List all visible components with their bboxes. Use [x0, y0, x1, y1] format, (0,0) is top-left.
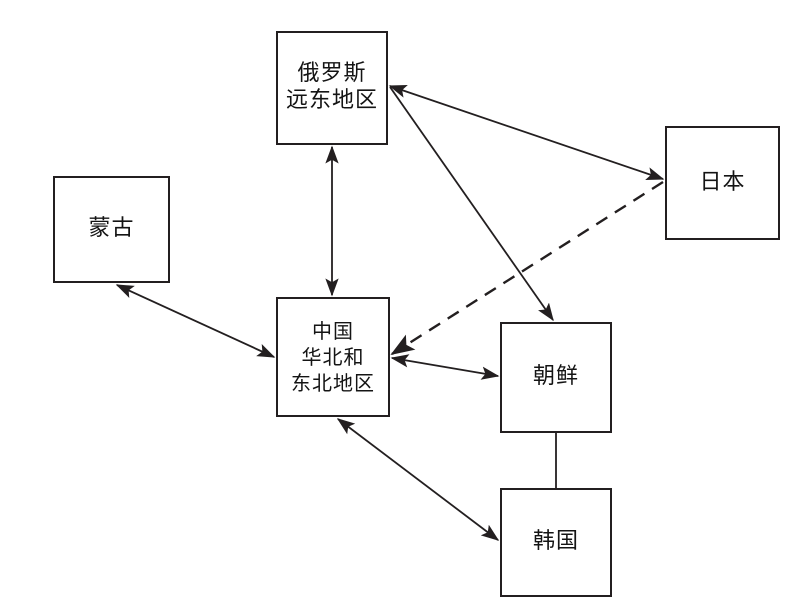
edge-china-north-korea: [390, 354, 500, 380]
node-label-japan: 日本: [699, 169, 746, 195]
node-russia-far-east[interactable]: 俄罗斯 远东地区: [276, 31, 388, 145]
edge-russia-north-korea: [389, 86, 554, 322]
node-mongolia[interactable]: 蒙古: [53, 176, 170, 283]
node-label-south-korea: 韩国: [532, 529, 579, 555]
edge-mongolia-china: [115, 284, 276, 358]
node-label-china-north-northeast: 中国 华北和 东北地区: [291, 319, 375, 395]
node-label-mongolia: 蒙古: [88, 216, 135, 242]
node-label-russia-far-east: 俄罗斯 远东地区: [285, 61, 378, 113]
edge-japan-china: [390, 180, 664, 356]
node-south-korea[interactable]: 韩国: [500, 488, 612, 597]
node-china-north-northeast[interactable]: 中国 华北和 东北地区: [276, 297, 390, 417]
edge-china-south-korea: [336, 418, 500, 541]
node-north-korea[interactable]: 朝鲜: [500, 322, 612, 433]
node-label-north-korea: 朝鲜: [532, 364, 579, 390]
edge-russia-japan: [388, 85, 665, 180]
node-japan[interactable]: 日本: [665, 126, 780, 240]
